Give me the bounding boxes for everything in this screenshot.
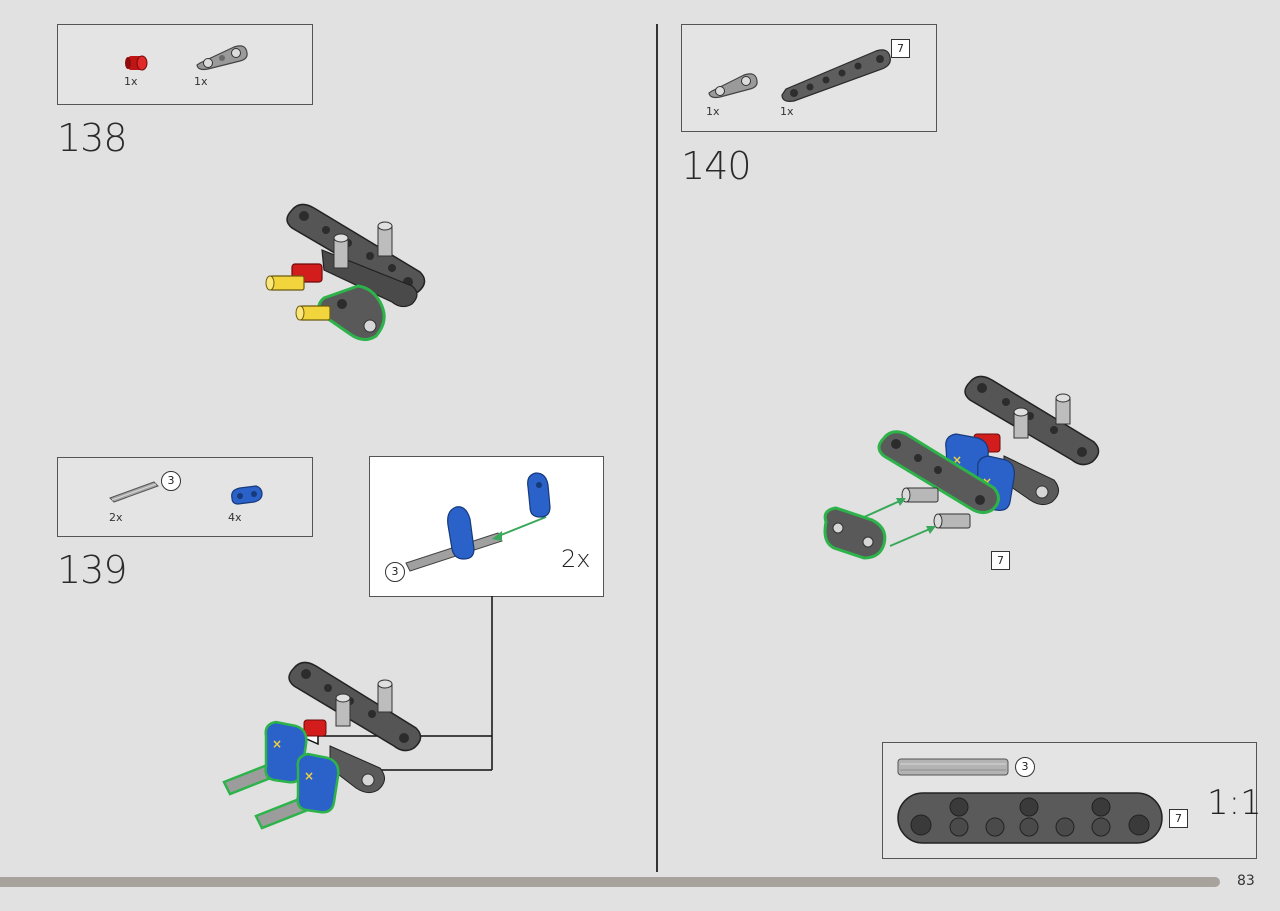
- svg-text:×: ×: [304, 769, 314, 783]
- callout-multiplier: 2x: [561, 545, 591, 573]
- callout-axle-length-badge: 3: [385, 562, 405, 582]
- step-138-assembly-illustration: [265, 203, 426, 341]
- subassembly-illustration: [405, 472, 551, 572]
- step-138-parts-box: 1x 1x: [57, 24, 313, 105]
- step-139-subassembly-callout: 3 2x: [369, 456, 604, 597]
- svg-text:×: ×: [272, 737, 282, 751]
- step-139-part-2-qty: 4x: [228, 511, 242, 524]
- scale-axle-length-badge: 3: [1015, 757, 1035, 777]
- step-140-parts-box: 1x 1x 7: [681, 24, 937, 132]
- assembly-beam-length-badge: 7: [991, 551, 1010, 570]
- step-138-part-2-qty: 1x: [194, 75, 208, 88]
- grey-axle-icon: [109, 481, 159, 503]
- progress-bar: [0, 877, 1220, 887]
- step-139-parts-box: 3 2x 4x: [57, 457, 313, 537]
- step-140-number: 140: [681, 144, 752, 188]
- svg-text:×: ×: [952, 453, 962, 467]
- step-139-part-1-qty: 2x: [109, 511, 123, 524]
- axle-length-badge: 3: [161, 471, 181, 491]
- grey-link-beam-icon: [708, 73, 758, 99]
- axle-scale-icon: [897, 758, 1009, 776]
- beam-scale-icon: [897, 792, 1163, 844]
- blue-connector-icon: [231, 485, 263, 505]
- red-bush-icon: [125, 55, 148, 71]
- step-140-part-2-qty: 1x: [780, 105, 794, 118]
- step-139-number: 139: [57, 548, 128, 592]
- page-number: 83: [1237, 873, 1255, 889]
- beam-length-badge: 7: [891, 39, 910, 58]
- scale-label: 1:1: [1207, 783, 1262, 823]
- step-138-part-1-qty: 1x: [124, 75, 138, 88]
- page-divider: [656, 24, 658, 872]
- scale-reference-box: 3 7 1:1: [882, 742, 1262, 859]
- step-140-part-1-qty: 1x: [706, 105, 720, 118]
- grey-link-beam-icon: [196, 45, 248, 71]
- grey-beam-icon: [781, 49, 891, 102]
- step-138-number: 138: [57, 116, 128, 160]
- step-139-assembly-illustration: × ×: [222, 661, 422, 830]
- step-140-assembly-illustration: × ×: [823, 375, 1100, 560]
- scale-beam-length-badge: 7: [1169, 809, 1188, 828]
